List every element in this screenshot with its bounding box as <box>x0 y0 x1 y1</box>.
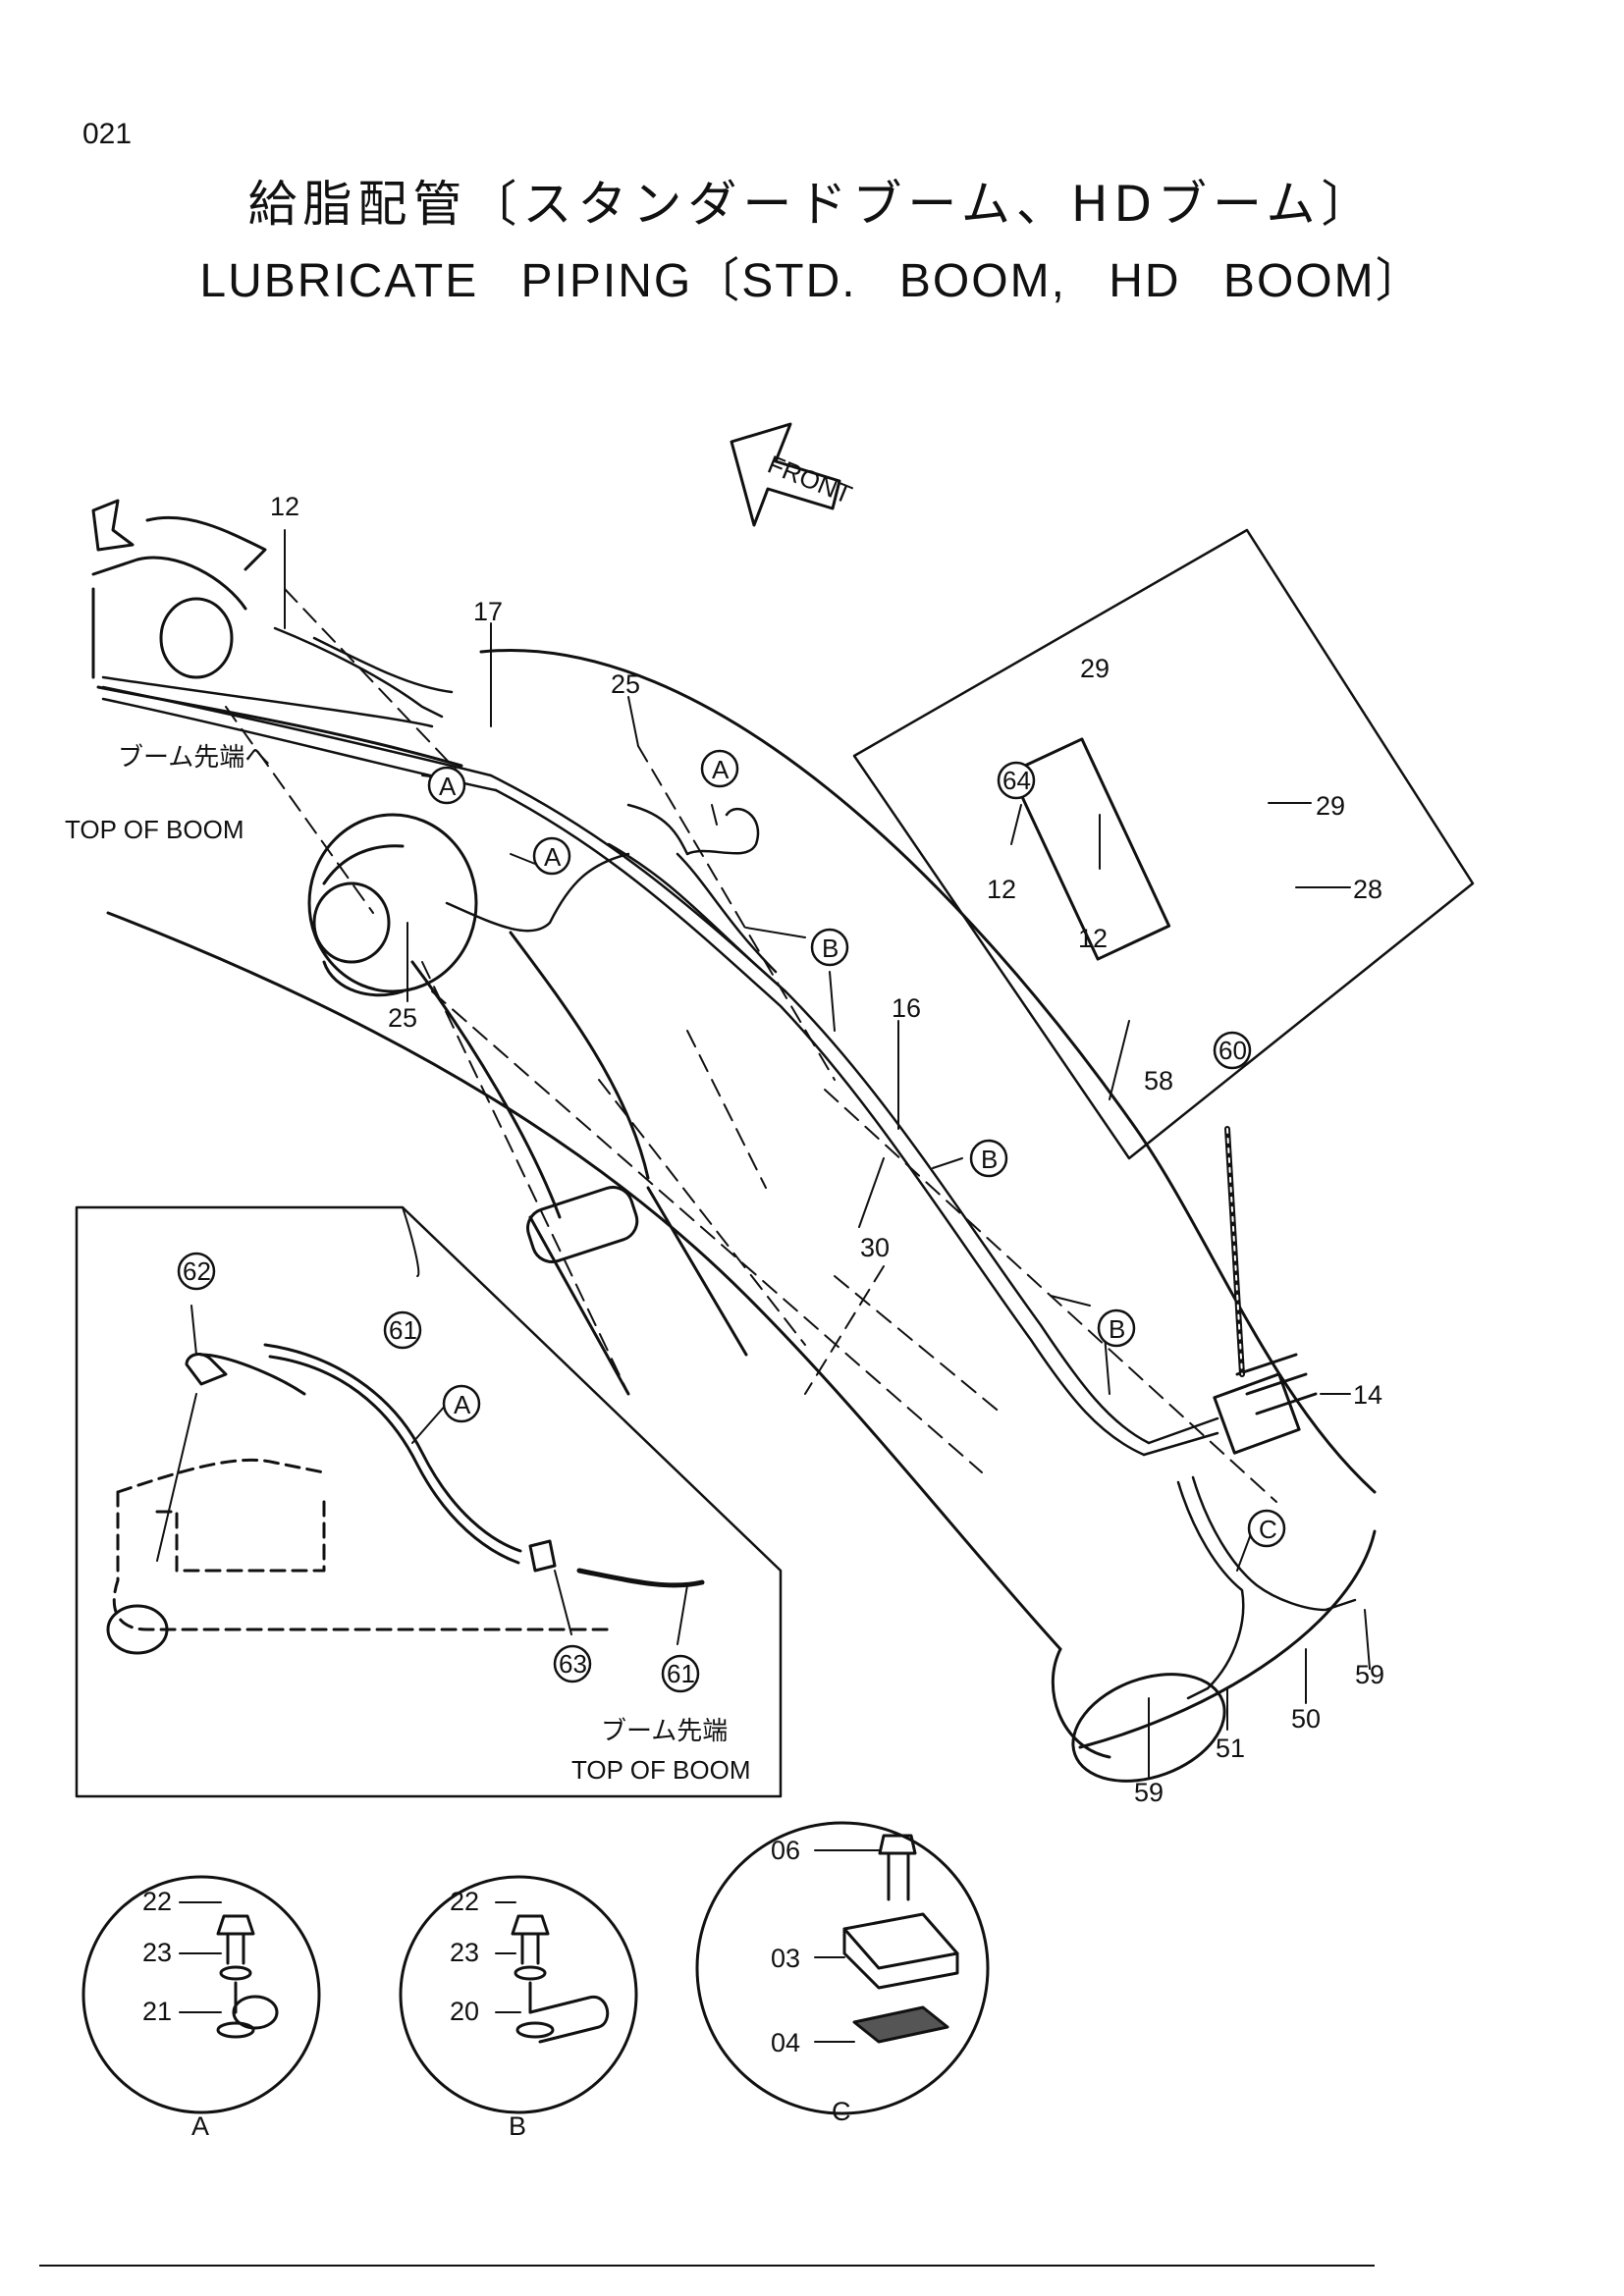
grease-manifold <box>1213 1353 1318 1455</box>
callout-58: 58 <box>1144 1066 1173 1095</box>
detail-box <box>852 528 1475 1377</box>
boom-tip-label-ja: ブーム先端へ <box>118 742 270 772</box>
callout-12-detail-left: 12 <box>987 875 1016 904</box>
detail-b-label: B <box>509 2111 526 2141</box>
detail-b-part-22: 22 <box>450 1887 479 1916</box>
callout-61-upper: 61 <box>389 1315 417 1345</box>
page-number: 021 <box>82 118 133 150</box>
callout-63: 63 <box>559 1649 587 1679</box>
callout-28: 28 <box>1353 875 1382 904</box>
callout-51: 51 <box>1216 1734 1245 1763</box>
detail-a-label: A <box>191 2111 209 2141</box>
detail-circle-a <box>81 1875 321 2114</box>
detail-c-part-04: 04 <box>771 2028 800 2057</box>
detail-c-part-03: 03 <box>771 1944 800 1973</box>
marker-b: B <box>981 1145 998 1174</box>
callout-50: 50 <box>1291 1704 1321 1734</box>
lube-pipes <box>101 626 1357 1700</box>
marker-leaders <box>411 774 1253 1572</box>
detail-a-part-22: 22 <box>142 1887 172 1916</box>
callout-25-lower: 25 <box>388 1003 417 1033</box>
detail-circle-b <box>399 1875 638 2114</box>
callout-61-lower: 61 <box>667 1659 695 1688</box>
inset-box <box>75 1205 783 1798</box>
marker-a: A <box>439 772 457 801</box>
callout-16: 16 <box>892 993 921 1023</box>
marker-a: A <box>712 755 730 784</box>
callout-14: 14 <box>1353 1380 1382 1410</box>
callout-12-boom-foot: 12 <box>270 492 299 521</box>
callout-29-top: 29 <box>1080 654 1110 683</box>
callout-29-right: 29 <box>1316 791 1345 821</box>
marker-c: C <box>1259 1515 1277 1544</box>
callout-30: 30 <box>860 1233 890 1262</box>
callout-59-bottom: 59 <box>1134 1778 1164 1807</box>
inset-tip-label-en: TOP OF BOOM <box>571 1755 751 1785</box>
detail-c-label: C <box>832 2097 851 2126</box>
title-japanese: 給脂配管〔スタンダードブーム、HDブーム〕 <box>247 176 1377 233</box>
marker-a: A <box>454 1390 471 1419</box>
marker-a: A <box>544 842 562 872</box>
callout-12-detail-bottom: 12 <box>1078 924 1108 953</box>
inset-tip-label-ja: ブーム先端 <box>601 1716 728 1745</box>
detail-b-part-20: 20 <box>450 1997 479 2026</box>
front-arrow-icon <box>730 422 841 527</box>
detail-b-part-23: 23 <box>450 1938 479 1967</box>
boom-outline <box>106 649 1377 1783</box>
marker-b: B <box>822 934 839 963</box>
callout-59-right: 59 <box>1355 1660 1384 1689</box>
callout-25-upper: 25 <box>611 669 640 699</box>
detail-c-part-06: 06 <box>771 1836 800 1865</box>
cylinder-foot-pin <box>307 813 478 997</box>
title-english: LUBRICATE PIPING〔STD. BOOM, HD BOOM〕 <box>199 255 1425 307</box>
dashed-leaders <box>225 588 1277 1503</box>
detail-circle-c <box>695 1821 990 2115</box>
boom-cylinder <box>410 931 748 1396</box>
callout-60: 60 <box>1218 1036 1247 1065</box>
callout-62: 62 <box>183 1256 211 1286</box>
callout-leaders <box>156 529 1371 2043</box>
detail-a-part-21: 21 <box>142 1997 172 2026</box>
callout-17: 17 <box>473 597 503 626</box>
boom-tip-label-en: TOP OF BOOM <box>65 815 244 844</box>
detail-a-part-23: 23 <box>142 1938 172 1967</box>
marker-b: B <box>1109 1314 1125 1344</box>
callout-64: 64 <box>1002 766 1031 795</box>
